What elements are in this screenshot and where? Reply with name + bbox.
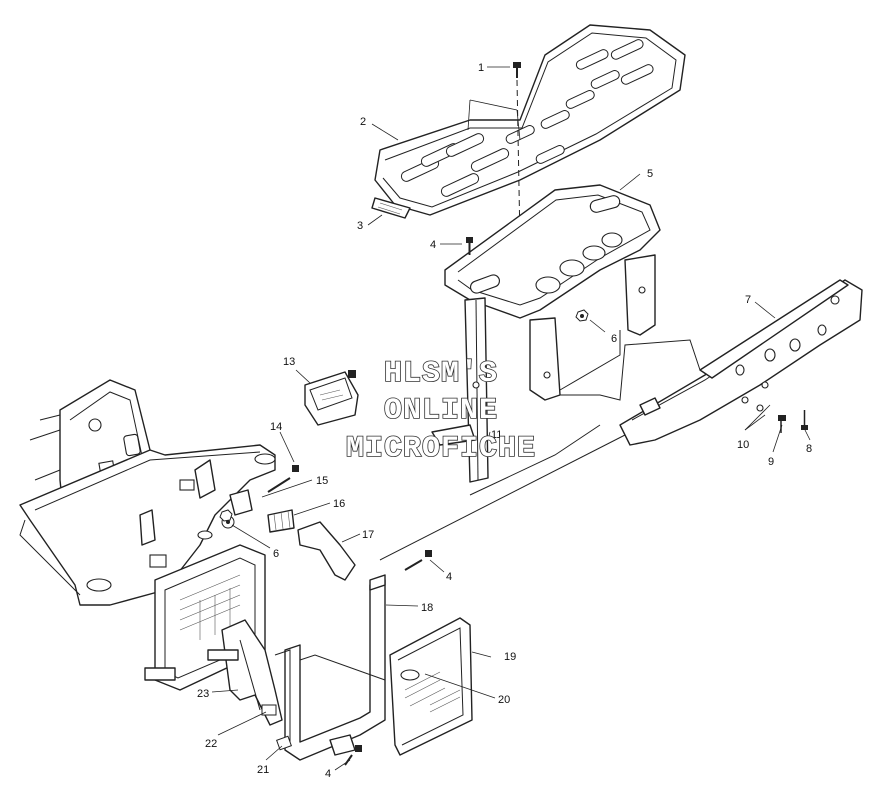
callout-16: 16 (333, 498, 345, 510)
nut-part-6-lower (219, 509, 233, 522)
callout-3: 3 (357, 220, 363, 232)
watermark-line-2: ONLINE (384, 394, 498, 428)
brace-part-17 (297, 521, 356, 581)
callout-15: 15 (316, 475, 328, 487)
callout-2: 2 (360, 116, 366, 128)
callout-6b: 6 (273, 548, 279, 560)
headlight-part-13 (304, 370, 359, 426)
reflector-part-3 (371, 197, 411, 219)
callout-4a: 4 (430, 239, 436, 251)
side-guard-parts-21-22-23 (207, 619, 292, 751)
callout-5: 5 (647, 168, 653, 180)
leader-lines (211, 66, 811, 771)
support-post-part-11 (431, 297, 489, 483)
mounting-hardware-14-15-16 (221, 465, 299, 533)
callout-4c: 4 (325, 768, 331, 780)
callout-21: 21 (257, 764, 269, 776)
callout-13: 13 (283, 356, 295, 368)
watermark-line-1: HLSM'S (384, 357, 498, 391)
callout-1: 1 (478, 62, 484, 74)
bolt-part-4-lower (344, 550, 432, 766)
callout-labels: 1 2 3 4 5 6 7 13 14 15 16 6 11 17 18 10 … (197, 62, 812, 780)
callout-22: 22 (205, 738, 217, 750)
nut-part-6-upper (575, 309, 589, 322)
callout-18: 18 (421, 602, 433, 614)
front-rack-part-2 (374, 24, 686, 216)
hardware-parts-8-9-10 (744, 404, 808, 433)
front-bumper-part-7 (619, 279, 863, 446)
splash-panel-part-19 (389, 617, 473, 756)
callout-14: 14 (270, 421, 282, 433)
bumper-brace-part-18 (274, 574, 386, 761)
watermark-line-3: MICROFICHE (346, 432, 536, 466)
bolt-part-4-upper (466, 237, 473, 255)
callout-8: 8 (806, 443, 812, 455)
rack-bracket-part-5 (444, 184, 661, 401)
watermark: HLSM'S ONLINE MICROFICHE (345, 356, 536, 467)
callout-11: 11 (491, 429, 502, 441)
callout-23: 23 (197, 688, 209, 700)
main-frame (19, 379, 276, 691)
callout-19: 19 (504, 651, 516, 663)
callout-17: 17 (362, 529, 374, 541)
callout-4b: 4 (446, 571, 452, 583)
callout-20: 20 (498, 694, 510, 706)
callout-7: 7 (745, 294, 751, 306)
callout-10: 10 (737, 439, 749, 451)
callout-6a: 6 (611, 333, 617, 345)
callout-9: 9 (768, 456, 774, 468)
